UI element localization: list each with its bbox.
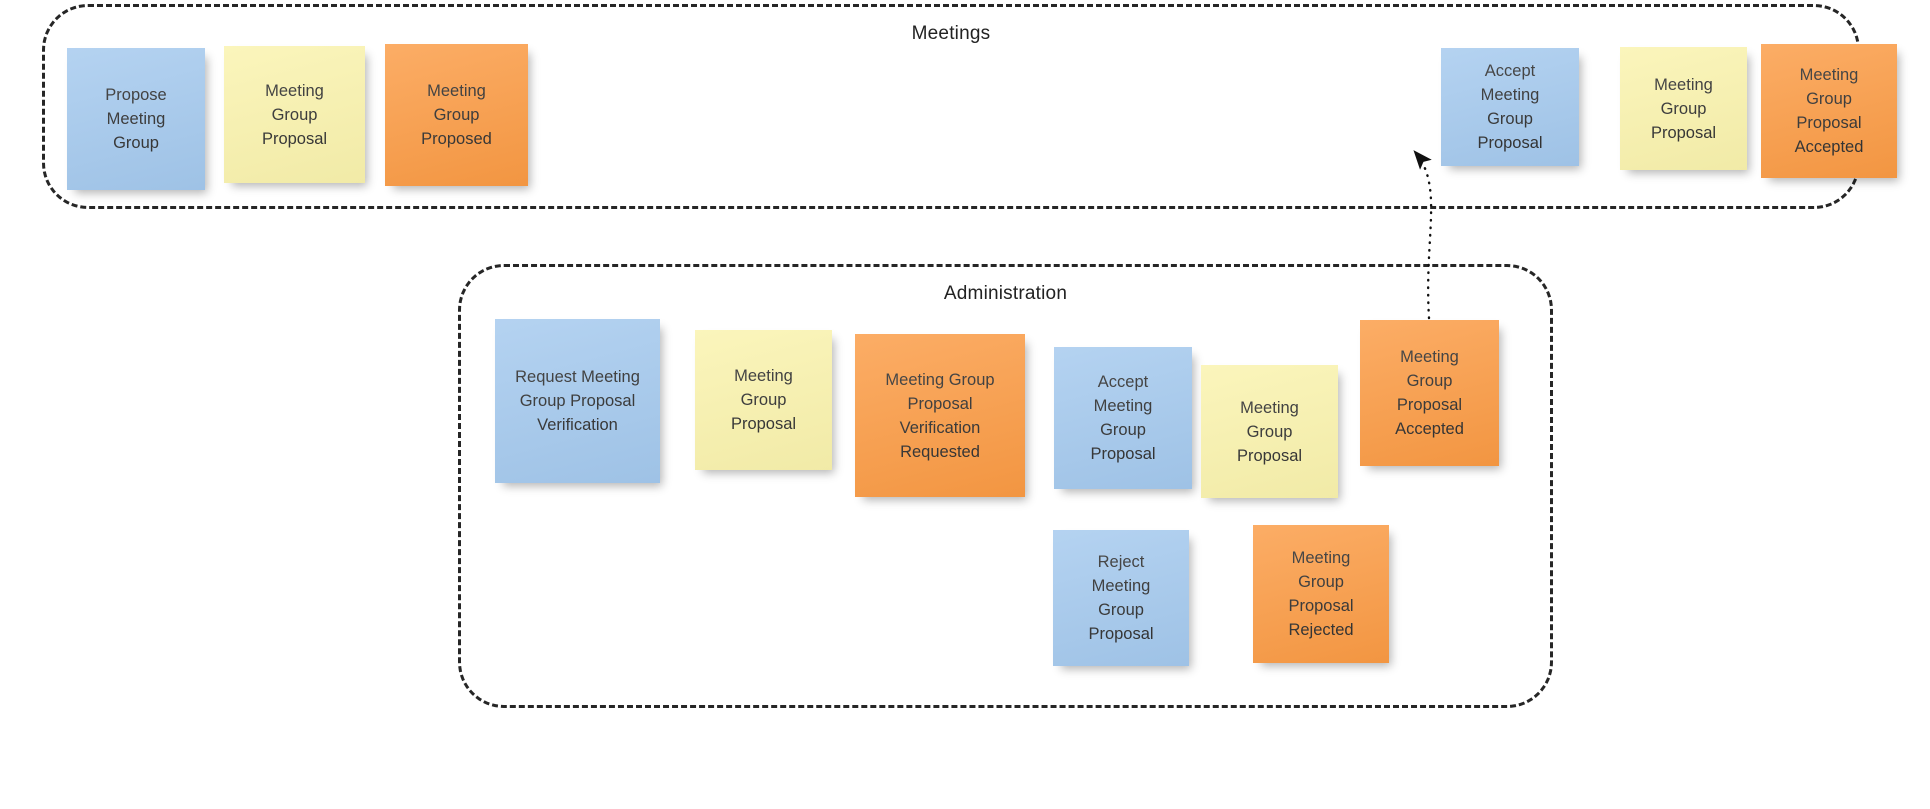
sticky-note-label: Meeting Group Proposal Rejected [1288, 549, 1354, 639]
sticky-note-label: Meeting Group Proposal [1236, 398, 1303, 465]
sticky-note-accept-meeting-group-proposal-admin[interactable]: Accept Meeting Group Proposal [1054, 347, 1192, 489]
swimlane-administration[interactable]: Administration [458, 264, 1553, 708]
sticky-note-reject-meeting-group-proposal[interactable]: Reject Meeting Group Proposal [1053, 530, 1189, 666]
sticky-note-label: Meeting Group Proposal Verification Requ… [885, 370, 995, 461]
sticky-note-label: Accept Meeting Group Proposal [1090, 373, 1156, 463]
sticky-note-label: Meeting Group Proposal Accepted [1395, 348, 1464, 438]
swimlane-meetings-title: Meetings [911, 23, 991, 44]
sticky-note-meeting-group-proposed[interactable]: Meeting Group Proposed [385, 44, 528, 186]
sticky-note-label: Request Meeting Group Proposal Verificat… [515, 368, 640, 434]
sticky-note-label: Meeting Group Proposal Accepted [1794, 66, 1864, 156]
sticky-note-label: Accept Meeting Group Proposal [1477, 62, 1543, 152]
sticky-note-meeting-group-proposal-rejected[interactable]: Meeting Group Proposal Rejected [1253, 525, 1389, 663]
sticky-note-meeting-group-proposal-2[interactable]: Meeting Group Proposal [1620, 47, 1747, 170]
sticky-note-label: Reject Meeting Group Proposal [1088, 553, 1154, 643]
sticky-note-label: Meeting Group Proposal [261, 81, 328, 148]
sticky-note-label: Propose Meeting Group [105, 86, 167, 152]
sticky-note-label: Meeting Group Proposal [730, 367, 797, 433]
sticky-note-accept-meeting-group-proposal-meetings[interactable]: Accept Meeting Group Proposal [1441, 48, 1579, 166]
sticky-note-meeting-group-proposal-accepted-admin[interactable]: Meeting Group Proposal Accepted [1360, 320, 1499, 466]
sticky-note-meeting-group-proposal-verification-requested[interactable]: Meeting Group Proposal Verification Requ… [855, 334, 1025, 497]
sticky-note-request-meeting-group-proposal-verification[interactable]: Request Meeting Group Proposal Verificat… [495, 319, 660, 483]
sticky-note-meeting-group-proposal-3[interactable]: Meeting Group Proposal [695, 330, 832, 470]
sticky-note-label: Meeting Group Proposal [1650, 75, 1717, 142]
sticky-note-meeting-group-proposal-4[interactable]: Meeting Group Proposal [1201, 365, 1338, 498]
sticky-note-label: Meeting Group Proposed [421, 82, 492, 148]
sticky-note-meeting-group-proposal-accepted-meetings[interactable]: Meeting Group Proposal Accepted [1761, 44, 1897, 178]
sticky-note-propose-meeting-group[interactable]: Propose Meeting Group [67, 48, 205, 190]
sticky-note-meeting-group-proposal-1[interactable]: Meeting Group Proposal [224, 46, 365, 183]
swimlane-administration-title: Administration [943, 283, 1068, 304]
